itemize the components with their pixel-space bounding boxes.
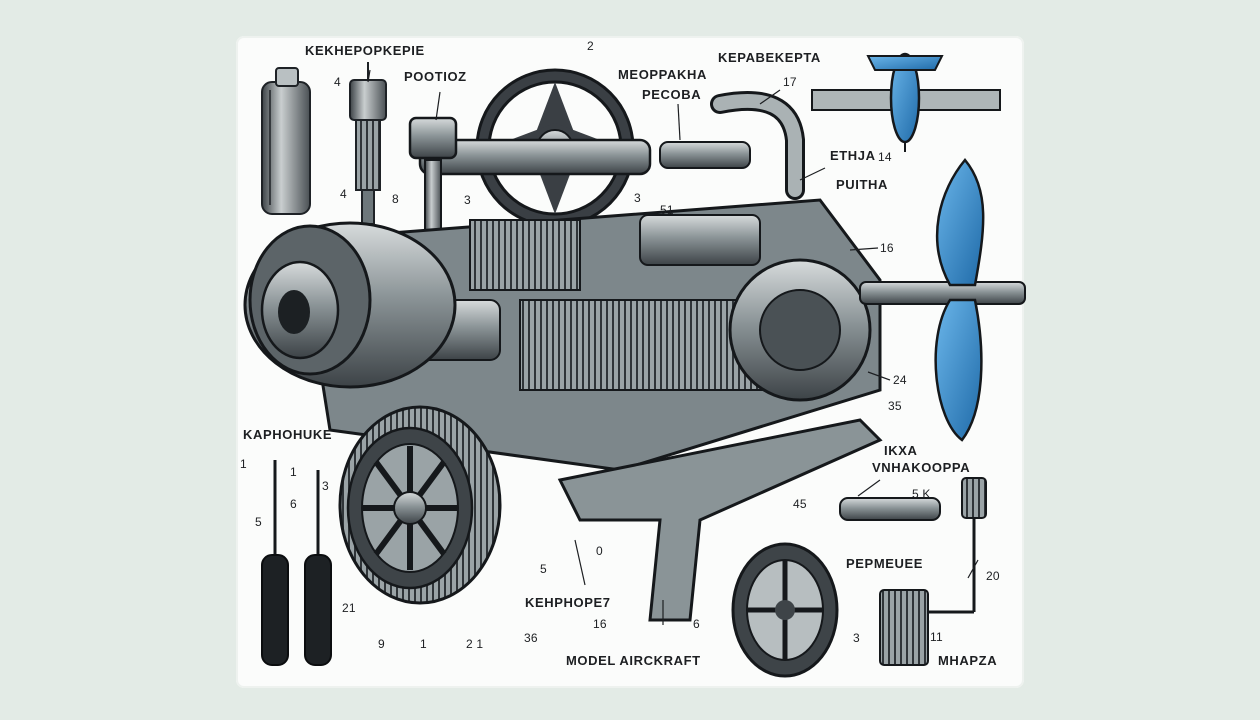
spark-plug <box>879 477 987 666</box>
callout-45: 45 <box>793 497 807 511</box>
label-ethja: ETHJA <box>830 148 876 163</box>
label-kekhepopkepie: KEKHEPOPKEPIE <box>305 43 425 58</box>
callout-3-b: 3 <box>634 191 641 205</box>
chassis <box>557 418 883 622</box>
callout-11: 11 <box>930 630 943 644</box>
model-plane <box>811 52 1001 152</box>
callout-17: 17 <box>783 75 797 89</box>
plunger-part <box>349 62 387 225</box>
callout-36: 36 <box>524 631 538 645</box>
callout-9: 9 <box>378 637 385 651</box>
callout-1-a: 1 <box>240 457 247 471</box>
label-ikxa: IKXA <box>884 443 918 458</box>
label-puitha: PUITHA <box>836 177 888 192</box>
callout-5-a: 5 <box>255 515 262 529</box>
label-model-aircraft: MODEL AIRCKRAFT <box>566 653 701 668</box>
label-vnhakooppa: VNHAKOOPPA <box>872 460 971 475</box>
callout-3-a: 3 <box>464 193 471 207</box>
leader-lines <box>367 69 979 625</box>
callout-16: 16 <box>880 241 894 255</box>
callout-3-c: 3 <box>322 479 329 493</box>
callout-21-a: 21 <box>342 601 356 615</box>
callout-0: 0 <box>596 544 603 558</box>
callout-21-b: 2 1 <box>466 637 484 651</box>
label-meoppakha: MEOPPAKHA <box>618 67 707 82</box>
label-kehphope7: KEHPHOPE7 <box>525 595 611 610</box>
callout-35: 35 <box>888 399 902 413</box>
screwdrivers <box>261 460 332 666</box>
front-drum <box>243 221 457 389</box>
label-mhapza: MHAPZA <box>938 653 998 668</box>
propeller <box>934 158 985 442</box>
callout-4-top: 4 <box>334 75 341 89</box>
flywheel <box>338 405 502 605</box>
prop-shaft <box>859 281 1026 305</box>
bottle-part <box>261 67 311 215</box>
callout-24: 24 <box>893 373 907 387</box>
callout-5-b: 5 <box>540 562 547 576</box>
callout-1-b: 1 <box>290 465 297 479</box>
callout-5k: 5 K <box>912 487 931 501</box>
callout-3-br: 3 <box>853 631 860 645</box>
callout-6-a: 6 <box>290 497 297 511</box>
small-wheel <box>731 542 839 678</box>
callout-8: 8 <box>392 192 399 206</box>
callout-14: 14 <box>878 150 892 164</box>
callout-4-left: 4 <box>340 187 347 201</box>
callout-2: 2 <box>587 39 594 53</box>
callout-6-b: 6 <box>693 617 700 631</box>
callout-20: 20 <box>986 569 1000 583</box>
label-kepabekepta: KEPABEKEPTA <box>718 50 821 65</box>
callout-1-c: 1 <box>420 637 427 651</box>
label-pootioz: POOTIOZ <box>404 69 467 84</box>
label-pepmeuee: PEPMEUEE <box>846 556 924 571</box>
label-pecoba: PECOBA <box>642 87 702 102</box>
label-kaphohuke: KAPHOHUKE <box>243 427 333 442</box>
callout-16-b: 16 <box>593 617 607 631</box>
callout-51: 51 <box>660 203 674 217</box>
